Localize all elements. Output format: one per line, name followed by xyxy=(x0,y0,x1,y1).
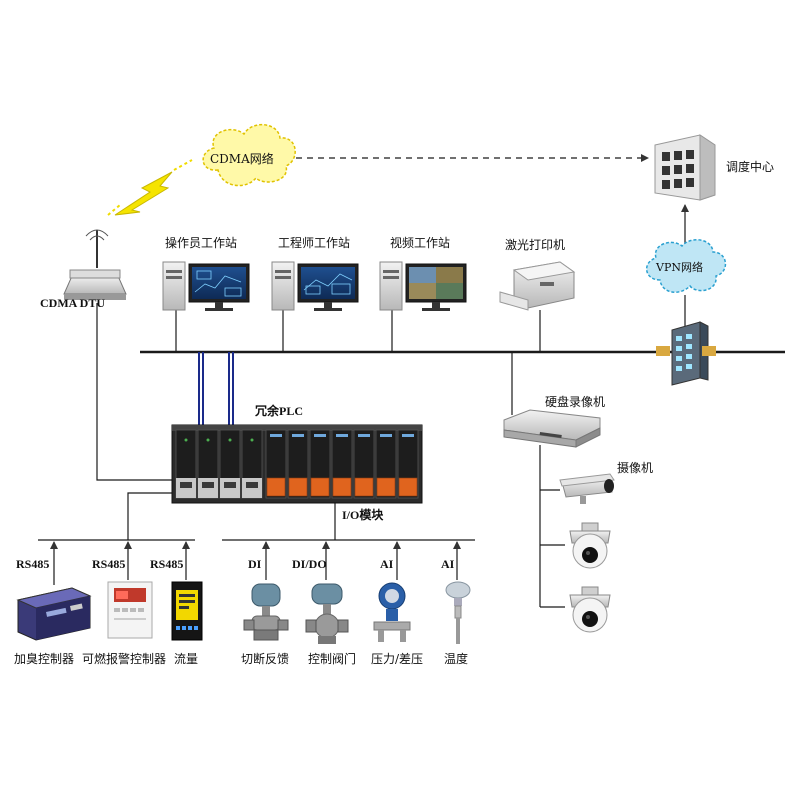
lightning-icon xyxy=(114,171,173,216)
cdma-dtu-label: CDMA DTU xyxy=(40,296,105,310)
dome-camera-2 xyxy=(569,586,611,633)
vpn-cloud-label: VPN网络 xyxy=(656,261,703,274)
ai-label-1: AI xyxy=(380,557,394,571)
cdma-cloud xyxy=(202,124,296,187)
bullet-camera xyxy=(559,473,615,504)
plc-to-rs485 xyxy=(127,492,178,540)
workstation-video xyxy=(379,261,467,311)
temperature-label: 温度 xyxy=(444,652,469,666)
dispatch-center-label: 调度中心 xyxy=(726,160,775,174)
video-station-label: 视频工作站 xyxy=(390,236,451,250)
io-module-label: I/O模块 xyxy=(342,508,384,522)
cdma-dtu-device xyxy=(63,229,127,300)
building-icon xyxy=(654,134,716,201)
flow-meter xyxy=(171,581,203,641)
radio-waves-icon xyxy=(107,159,193,216)
pressure-transmitter xyxy=(373,582,411,642)
di-label: DI xyxy=(248,557,262,571)
camera-label: 摄像机 xyxy=(617,461,654,475)
shutoff-feedback-label: 切断反馈 xyxy=(241,652,290,666)
network-switch xyxy=(656,321,716,386)
workstation-engineer xyxy=(271,261,359,311)
rs485-label-2: RS485 xyxy=(92,557,126,571)
pressure-label: 压力/差压 xyxy=(371,652,424,666)
gas-alarm-label: 可燃报警控制器 xyxy=(82,652,167,666)
dome-camera-1 xyxy=(569,522,611,569)
dvr-label: 硬盘录像机 xyxy=(545,395,606,409)
ai-label-2: AI xyxy=(441,557,455,571)
workstation-operator xyxy=(162,261,250,311)
dtu-to-plc xyxy=(96,303,172,481)
dido-label: DI/DO xyxy=(292,557,327,571)
plc-label: 冗余PLC xyxy=(255,404,304,418)
rs485-label-1: RS485 xyxy=(16,557,50,571)
vpn-cloud xyxy=(646,239,727,293)
printer-icon xyxy=(499,261,576,311)
control-valve xyxy=(305,583,349,644)
control-valve-label: 控制阀门 xyxy=(308,652,357,666)
rs485-label-3: RS485 xyxy=(150,557,184,571)
gas-alarm-controller xyxy=(107,581,153,639)
cdma-cloud-label: CDMA网络 xyxy=(210,152,274,166)
temperature-transmitter xyxy=(445,581,471,644)
odorizer-label: 加臭控制器 xyxy=(14,652,75,666)
dvr-device xyxy=(503,409,601,448)
flow-label: 流量 xyxy=(174,652,199,666)
odorizer-controller xyxy=(16,587,92,641)
engineer-station-label: 工程师工作站 xyxy=(278,236,351,250)
operator-station-label: 操作员工作站 xyxy=(165,236,238,250)
plc-rack xyxy=(171,424,423,504)
printer-label: 激光打印机 xyxy=(505,238,566,252)
shutoff-valve xyxy=(243,583,289,641)
